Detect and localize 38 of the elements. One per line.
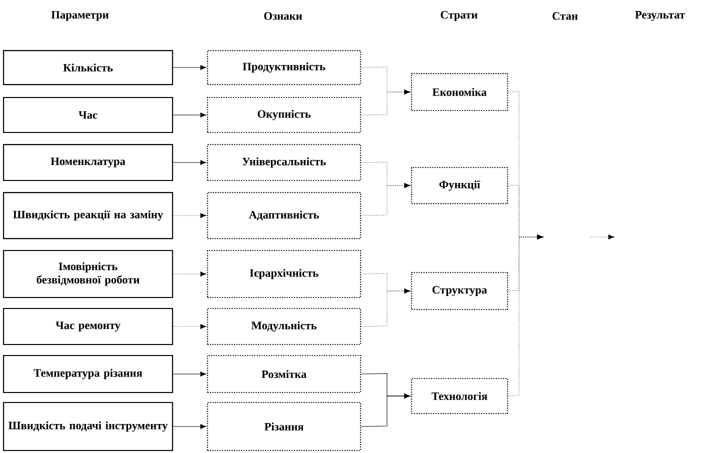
arrow — [360, 90, 410, 116]
stratum-box: Структура — [411, 272, 508, 310]
parameter-box: Час — [3, 97, 174, 134]
column-heading: Стан — [552, 12, 578, 20]
arrow — [172, 160, 206, 165]
parameter-box: Кількість — [3, 50, 174, 86]
arrow — [172, 65, 206, 70]
column-heading: Ознаки — [264, 12, 302, 20]
stratum-box: Технологія — [411, 378, 508, 414]
stratum-box: Функції — [411, 167, 508, 204]
stratum-box: Економіка — [411, 73, 508, 112]
arrow — [172, 324, 206, 329]
arrow — [360, 288, 410, 327]
arrow — [172, 213, 206, 218]
feature-box: Різання — [207, 402, 362, 452]
parameter-box: Температура різання — [3, 355, 174, 394]
arrow — [360, 183, 410, 216]
feature-box: Ієрархічність — [207, 250, 362, 298]
parameter-box: Швидкість реакції на заміну — [3, 192, 174, 240]
arrow — [172, 272, 206, 276]
column-heading: Параметри — [51, 11, 109, 21]
parameter-box: Імовірність безвідмовної роботи — [3, 250, 174, 298]
feature-box: Продуктивність — [207, 50, 362, 86]
parameter-box: Час ремонту — [3, 308, 174, 346]
arrow — [172, 424, 206, 429]
arrow — [508, 234, 544, 396]
feature-box: Розмітка — [207, 355, 362, 394]
parameter-box: Швидкість подачі інструменту — [3, 402, 174, 452]
feature-box: Окупність — [207, 97, 362, 134]
column-heading: Страти — [440, 11, 478, 21]
feature-box: Адаптивність — [207, 192, 362, 240]
feature-box: Універсальність — [207, 144, 362, 182]
arrow — [360, 394, 410, 427]
arrow — [172, 112, 206, 118]
column-heading: Результат — [635, 11, 685, 21]
feature-box: Модульність — [207, 308, 362, 346]
arrow — [172, 372, 206, 376]
parameter-box: Номенклатура — [3, 144, 174, 182]
